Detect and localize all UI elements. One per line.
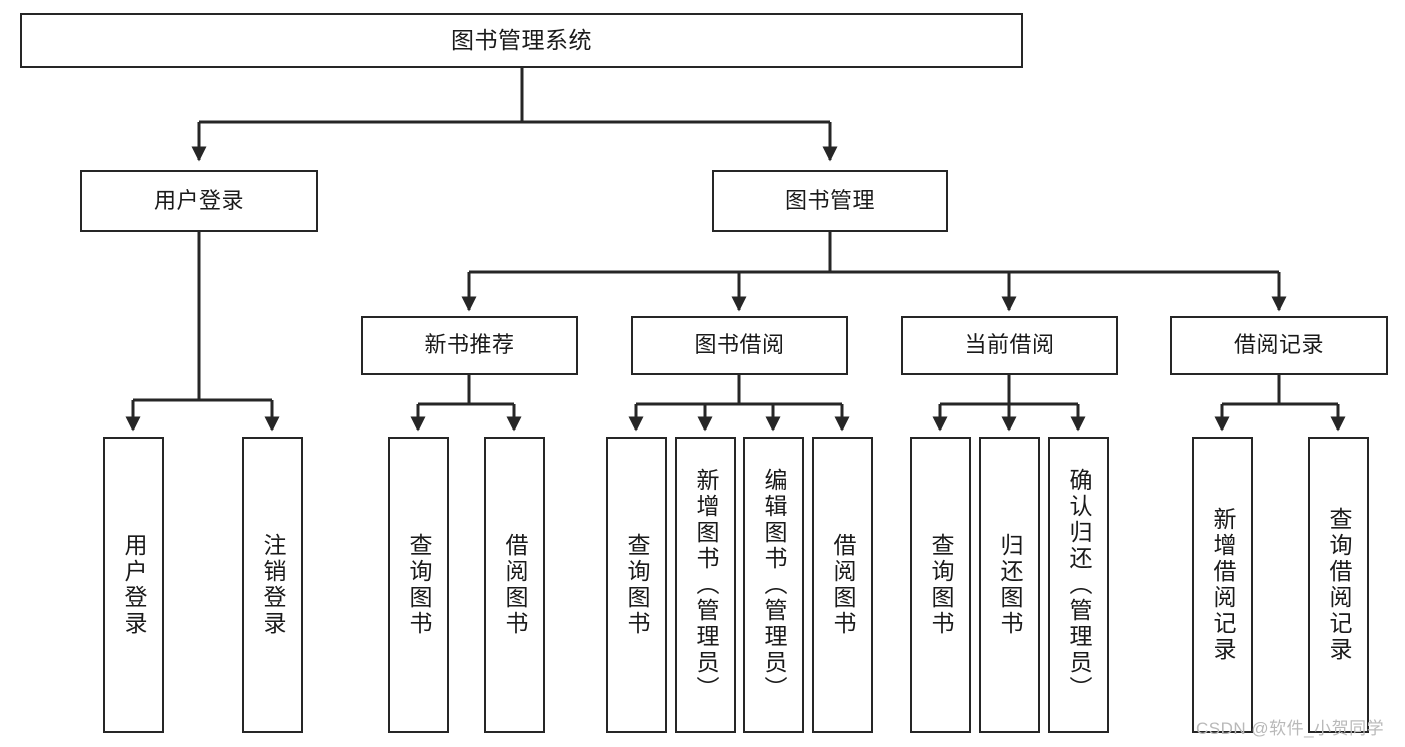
node-new-book-recommend[interactable]: 新书推荐 xyxy=(361,316,578,375)
node-label: 查询图书 xyxy=(928,533,954,637)
node-label: 图书管理 xyxy=(784,187,875,213)
leaf-borrow-edit-book-admin[interactable]: 编辑图书（管理员） xyxy=(743,437,804,733)
leaf-borrow-query-book[interactable]: 查询图书 xyxy=(606,437,667,733)
leaf-record-add-record[interactable]: 新增借阅记录 xyxy=(1192,437,1253,733)
node-label: 图书借阅 xyxy=(694,332,785,358)
node-label: 借阅记录 xyxy=(1233,332,1324,358)
leaf-recommend-query-book[interactable]: 查询图书 xyxy=(388,437,449,733)
node-label: 注销登录 xyxy=(260,533,286,637)
leaf-current-confirm-return-admin[interactable]: 确认归还（管理员） xyxy=(1048,437,1109,733)
node-label: 查询借阅记录 xyxy=(1326,507,1352,663)
leaf-user-login-logout[interactable]: 注销登录 xyxy=(242,437,303,733)
node-label: 图书管理系统 xyxy=(451,26,592,53)
node-label: 用户登录 xyxy=(121,533,147,637)
leaf-borrow-add-book-admin[interactable]: 新增图书（管理员） xyxy=(675,437,736,733)
node-label: 用户登录 xyxy=(153,187,244,213)
node-label: 查询图书 xyxy=(406,533,432,637)
node-current-borrow[interactable]: 当前借阅 xyxy=(901,316,1118,375)
watermark: CSDN @软件_小贺同学 xyxy=(1196,719,1385,738)
node-label: 归还图书 xyxy=(997,533,1023,637)
leaf-record-query-record[interactable]: 查询借阅记录 xyxy=(1308,437,1369,733)
node-label: 新增图书（管理员） xyxy=(693,468,719,702)
leaf-borrow-borrow-book[interactable]: 借阅图书 xyxy=(812,437,873,733)
node-label: 借阅图书 xyxy=(502,533,528,637)
node-label: 借阅图书 xyxy=(830,533,856,637)
node-root-system[interactable]: 图书管理系统 xyxy=(20,13,1023,68)
node-user-login[interactable]: 用户登录 xyxy=(80,170,318,232)
node-label: 查询图书 xyxy=(624,533,650,637)
node-borrow-record[interactable]: 借阅记录 xyxy=(1170,316,1388,375)
node-label: 确认归还（管理员） xyxy=(1066,468,1092,702)
leaf-recommend-borrow-book[interactable]: 借阅图书 xyxy=(484,437,545,733)
node-label: 编辑图书（管理员） xyxy=(761,468,787,702)
leaf-current-query-book[interactable]: 查询图书 xyxy=(910,437,971,733)
leaf-user-login-login[interactable]: 用户登录 xyxy=(103,437,164,733)
leaf-current-return-book[interactable]: 归还图书 xyxy=(979,437,1040,733)
node-book-borrow[interactable]: 图书借阅 xyxy=(631,316,848,375)
node-label: 新增借阅记录 xyxy=(1210,507,1236,663)
node-book-management[interactable]: 图书管理 xyxy=(712,170,948,232)
node-label: 当前借阅 xyxy=(964,332,1055,358)
node-label: 新书推荐 xyxy=(424,332,515,358)
